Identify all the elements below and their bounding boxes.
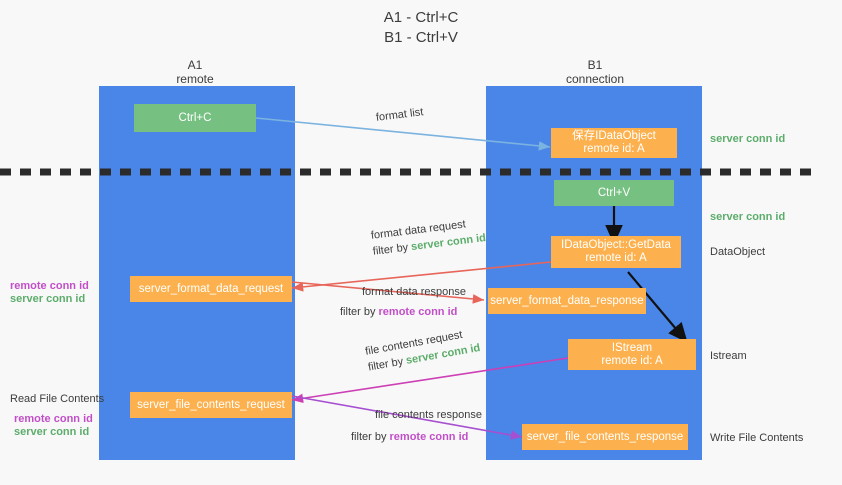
node-server-format-data-response[interactable]: server_format_data_response [488, 288, 646, 314]
node-istream[interactable]: IStream remote id: A [568, 339, 696, 370]
edge-file-contents-response-filter-value: remote conn id [389, 431, 469, 443]
column-a1-sub: remote [176, 72, 214, 86]
column-b1-sub: connection [565, 72, 625, 86]
node-idataobject-getdata[interactable]: IDataObject::GetData remote id: A [551, 236, 681, 268]
edge-file-contents-response-filter: filter by remote conn id [351, 429, 482, 445]
node-server-file-contents-response[interactable]: server_file_contents_response [522, 424, 688, 450]
node-getdata-line2: remote id: A [585, 252, 647, 264]
annotation-remote-conn-id-2: remote conn id [14, 413, 93, 425]
node-server-file-contents-request[interactable]: server_file_contents_request [130, 392, 292, 418]
title-line-1: A1 - Ctrl+C [383, 9, 459, 26]
arrow-format-data-response [291, 281, 485, 304]
edge-format-data-request-filter-prefix: filter by [372, 241, 412, 258]
arrow-file-contents-request [291, 357, 569, 404]
node-server-format-data-request-label: server_format_data_request [138, 282, 284, 295]
arrow-file-contents-response [291, 395, 523, 440]
node-save-idataobject[interactable]: 保存IDataObject remote id: A [551, 128, 677, 158]
annotation-dataobject: DataObject [710, 246, 766, 258]
edge-format-data-response-line1: format data response [362, 286, 466, 298]
arrow-format-list [255, 117, 551, 151]
node-save-idataobject-line2: remote id: A [583, 143, 645, 155]
edge-format-data-response-filter: filter by remote conn id [340, 304, 466, 320]
edge-label-file-contents-response: file contents response filter by remote … [351, 407, 483, 445]
annotation-server-conn-id-mid: server conn id [710, 211, 786, 223]
arrow-format-data-request [291, 261, 552, 292]
annotation-istream: Istream [710, 350, 747, 362]
annotation-read-file-contents: Read File Contents [10, 393, 105, 405]
annotation-write-file-contents: Write File Contents [710, 432, 804, 444]
node-server-file-contents-response-label: server_file_contents_response [526, 430, 684, 443]
edge-file-contents-response-filter-prefix: filter by [351, 431, 390, 443]
annotation-server-conn-id-2: server conn id [14, 426, 90, 438]
node-server-format-data-response-label: server_format_data_response [490, 294, 644, 307]
annotation-server-conn-id-1: server conn id [10, 293, 86, 305]
column-b1-name: B1 [587, 58, 603, 72]
annotation-server-conn-id-top: server conn id [710, 133, 786, 145]
node-ctrl-v[interactable]: Ctrl+V [554, 180, 674, 206]
edge-file-contents-response-line1: file contents response [375, 409, 483, 421]
title-line-2: B1 - Ctrl+V [384, 29, 458, 46]
node-save-idataobject-line1: 保存IDataObject [572, 130, 656, 142]
node-ctrl-c[interactable]: Ctrl+C [134, 104, 256, 132]
edge-format-data-response-filter-value: remote conn id [378, 306, 458, 318]
column-header-b1: B1 connection [540, 58, 650, 86]
edge-format-data-response-filter-prefix: filter by [340, 306, 379, 318]
edge-label-format-data-response: format data response filter by remote co… [340, 284, 466, 320]
node-ctrl-c-label: Ctrl+C [178, 111, 212, 124]
node-istream-line1: IStream [611, 341, 653, 354]
node-istream-line2: remote id: A [601, 354, 663, 367]
node-getdata-line1: IDataObject::GetData [561, 239, 671, 251]
node-ctrl-v-label: Ctrl+V [597, 186, 631, 199]
annotation-remote-conn-id-1: remote conn id [10, 280, 89, 292]
column-header-a1: A1 remote [140, 58, 250, 86]
node-server-file-contents-request-label: server_file_contents_request [137, 398, 285, 411]
arrow-getdata-to-istream [627, 271, 688, 343]
node-server-format-data-request[interactable]: server_format_data_request [130, 276, 292, 302]
column-a1-name: A1 [187, 58, 203, 72]
diagram-title: A1 - Ctrl+C B1 - Ctrl+V [0, 8, 842, 48]
